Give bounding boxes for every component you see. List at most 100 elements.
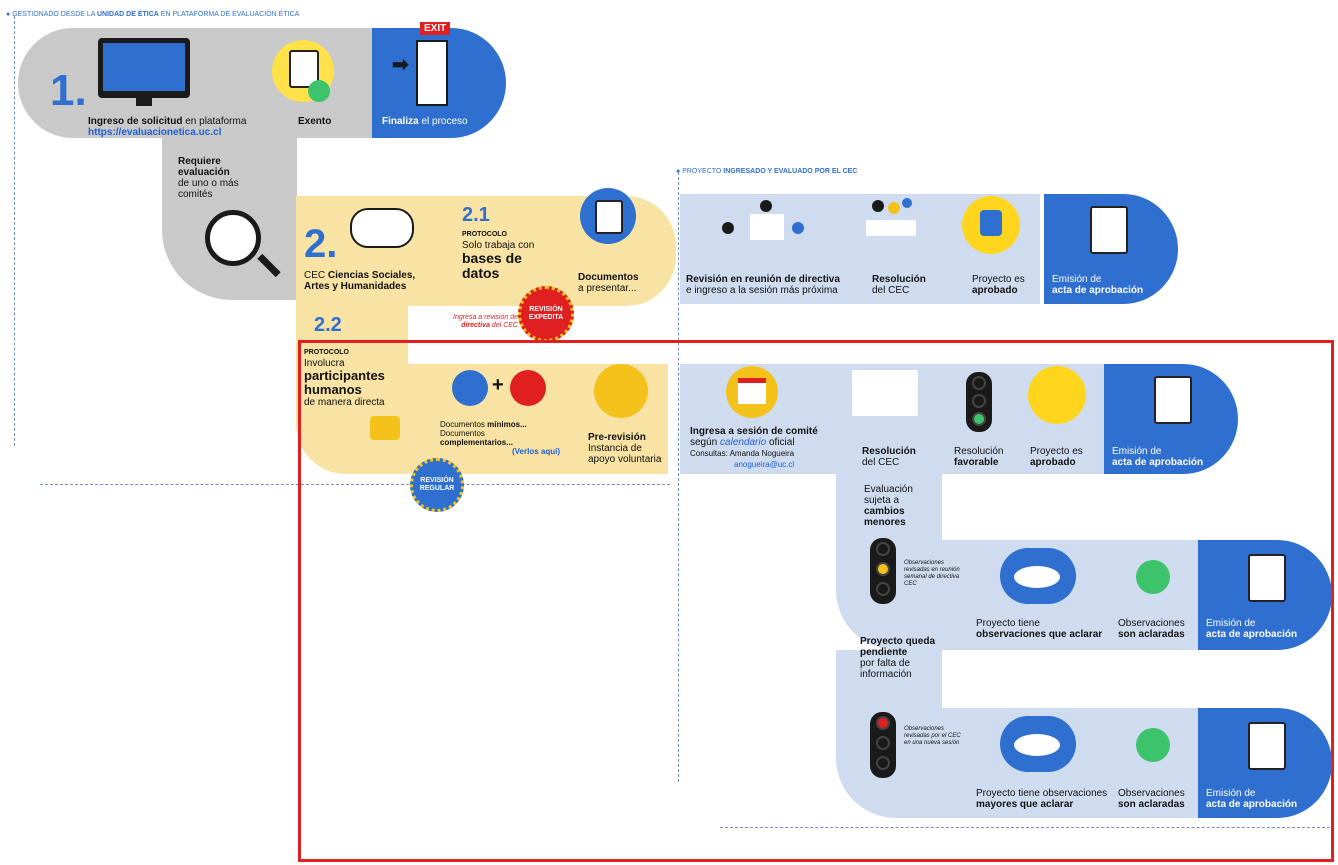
calendario-link[interactable]: calendario <box>720 437 767 448</box>
badge-expedita: REVISIÓN EXPEDITA <box>518 286 574 342</box>
arrow-icon: ➡ <box>392 54 409 76</box>
calendar-sheet <box>738 378 766 404</box>
requiere-bold: Requiere evaluación <box>178 156 230 178</box>
pendiente-aclaradas-b: son aclaradas <box>1118 799 1185 810</box>
docs-link[interactable]: (Verlos aquí) <box>512 447 561 456</box>
docs-min-a: Documentos <box>440 420 485 429</box>
thumbs-up-hand <box>980 210 1002 236</box>
row1-aprobado-label: Proyecto es aprobado <box>972 274 1025 296</box>
pendiente-obs: Observaciones revisadas por el CEC en un… <box>904 726 961 746</box>
docs-min-d: complementarios... <box>440 438 513 447</box>
row2-email[interactable]: anogueira@uc.cl <box>734 460 795 469</box>
p22-text: PROTOCOLO Involucra participantes humano… <box>304 346 414 408</box>
pendiente-aclarar-b: mayores que aclarar <box>976 799 1074 810</box>
section-cec-prefix: PROYECTO <box>682 168 722 175</box>
p22-big: participantes humanos <box>304 368 385 397</box>
row1-acta-b: acta de aprobación <box>1052 285 1144 296</box>
menores-aclaradas-a: Observaciones <box>1118 618 1185 629</box>
computer-icon <box>98 38 190 108</box>
row2-favorable-b: favorable <box>954 457 999 468</box>
pendiente-acta-b: acta de aprobación <box>1206 799 1298 810</box>
expedita-note-a: Ingresa a revisión de <box>453 314 518 321</box>
committee-icon <box>866 198 916 238</box>
row1-acta-a: Emisión de <box>1052 274 1102 285</box>
certificate-icon <box>1090 206 1128 254</box>
exit-sign: EXIT <box>420 22 451 35</box>
eye-icon <box>1014 734 1060 756</box>
pendiente-aclarar-a: Proyecto tiene observaciones <box>976 788 1108 799</box>
expedita-note: Ingresa a revisión de directiva del CEC <box>418 314 518 330</box>
p21-text: PROTOCOLO Solo trabaja con bases de dato… <box>462 228 554 281</box>
p21-desc: Solo trabaja con <box>462 240 535 251</box>
row2-acta-label: Emisión de acta de aprobación <box>1112 446 1203 468</box>
documentos-label: Documentos a presentar... <box>578 272 639 294</box>
step22-band <box>296 300 408 370</box>
header-caption: ● GESTIONADO DESDE LA UNIDAD DE ÉTICA EN… <box>6 11 300 18</box>
prerevision-bold: Pre-revisión <box>588 432 646 443</box>
p22-c: de manera directa <box>304 397 385 408</box>
requiere-rest: de uno o más comités <box>178 178 239 200</box>
step2-number: 2. <box>304 222 338 266</box>
menores-b: cambios menores <box>864 506 906 528</box>
row2-resolucion-label: Resolución del CEC <box>862 446 916 468</box>
row2-sesion-label: Ingresa a sesión de comité según calenda… <box>690 426 840 470</box>
row2-favorable-label: Resolución favorable <box>954 446 1003 468</box>
menores-acta-a: Emisión de <box>1206 618 1256 629</box>
row1-resolucion-label: Resolución del CEC <box>872 274 926 296</box>
traffic-light-icon <box>966 372 992 432</box>
certificate-icon <box>1248 554 1286 602</box>
eye-icon <box>1014 566 1060 588</box>
step2-bold: Ciencias Sociales, Artes y Humanidades <box>304 270 416 292</box>
step1-number: 1. <box>50 66 87 115</box>
dashed-left <box>14 16 15 446</box>
p22-protocolo: PROTOCOLO <box>304 349 349 356</box>
committee-icon <box>852 370 918 416</box>
section-cec-bold: INGRESADO Y EVALUADO POR EL CEC <box>723 168 858 175</box>
people-icon <box>370 416 400 440</box>
row1-resolucion-bold: Resolución <box>872 274 926 285</box>
traffic-light-icon <box>870 538 896 604</box>
meeting-icon <box>722 200 812 260</box>
row1-acta-label: Emisión de acta de aprobación <box>1052 274 1143 296</box>
menores-acta-label: Emisión de acta de aprobación <box>1206 618 1297 640</box>
certificate-icon <box>1248 722 1286 770</box>
plus-icon: + <box>492 374 504 396</box>
step1-text: Ingreso de solicitud en plataforma https… <box>88 116 246 138</box>
certificate-icon <box>1154 376 1192 424</box>
menores-aclaradas-label: Observaciones son aclaradas <box>1118 618 1185 640</box>
row2-resolucion-bold: Resolución <box>862 446 916 457</box>
row2-aprobado-a: Proyecto es <box>1030 446 1083 457</box>
documentos-rest: a presentar... <box>578 283 637 294</box>
expedita-note-b: directiva <box>461 322 490 329</box>
badge-regular: REVISIÓN REGULAR <box>410 458 464 512</box>
header-prefix: GESTIONADO DESDE LA <box>12 11 96 18</box>
pendiente-aclaradas-label: Observaciones son aclaradas <box>1118 788 1185 810</box>
expedita-note-c: del CEC <box>491 322 518 329</box>
row1-aprobado-a: Proyecto es <box>972 274 1025 285</box>
menores-aclarar-label: Proyecto tiene observaciones que aclarar <box>976 618 1102 640</box>
check-icon <box>308 80 330 102</box>
row2-resolucion-rest: del CEC <box>862 457 900 468</box>
pendiente-b: por falta de información <box>860 658 912 680</box>
header-suffix: EN PLATAFORMA DE EVALUACIÓN ÉTICA <box>160 11 300 18</box>
row2-aprobado-b: aprobado <box>1030 457 1076 468</box>
pre-revision-icon <box>594 364 648 418</box>
pendiente-acta-a: Emisión de <box>1206 788 1256 799</box>
palette-icon <box>350 208 414 248</box>
row1-resolucion-rest: del CEC <box>872 285 910 296</box>
menores-acta-b: acta de aprobación <box>1206 629 1298 640</box>
magnifier-icon <box>205 210 261 266</box>
section-cec-title: ● PROYECTO INGRESADO Y EVALUADO POR EL C… <box>676 168 858 175</box>
documentos-bold: Documentos <box>578 272 639 283</box>
traffic-light-icon <box>870 712 896 778</box>
step1-url[interactable]: https://evaluacionetica.uc.cl <box>88 127 222 138</box>
requiere-text: Requiere evaluación de uno o más comités <box>178 156 256 200</box>
step1-suffix: en plataforma <box>185 116 247 127</box>
step1-title: Ingreso de solicitud <box>88 116 183 127</box>
check-icon <box>1136 560 1170 594</box>
row2-sesion-b: oficial <box>768 437 795 448</box>
docs-min-c: Documentos <box>440 429 485 438</box>
prerevision-label: Pre-revisión Instancia de apoyo voluntar… <box>588 432 668 465</box>
row1-revision-rest: e ingreso a la sesión más próxima <box>686 285 838 296</box>
dashed-bottom <box>40 484 670 485</box>
